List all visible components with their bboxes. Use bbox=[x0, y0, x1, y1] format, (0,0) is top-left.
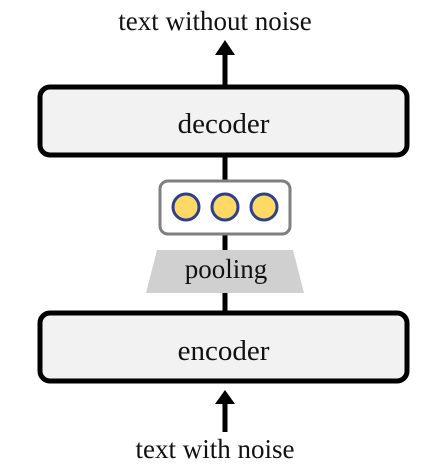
latent-unit bbox=[210, 192, 240, 222]
input-arrow-head bbox=[215, 390, 235, 404]
latent-vector bbox=[171, 192, 279, 222]
latent-unit bbox=[249, 192, 279, 222]
pooling-layer bbox=[146, 250, 304, 293]
input-text-label: text with noise bbox=[135, 434, 295, 464]
encoder-label: encoder bbox=[177, 335, 270, 367]
output-arrow-head bbox=[215, 40, 235, 55]
decoder-label: decoder bbox=[177, 108, 270, 140]
pooling-label: pooling bbox=[184, 254, 268, 284]
output-text-label: text without noise bbox=[118, 6, 312, 36]
latent-unit bbox=[171, 192, 201, 222]
